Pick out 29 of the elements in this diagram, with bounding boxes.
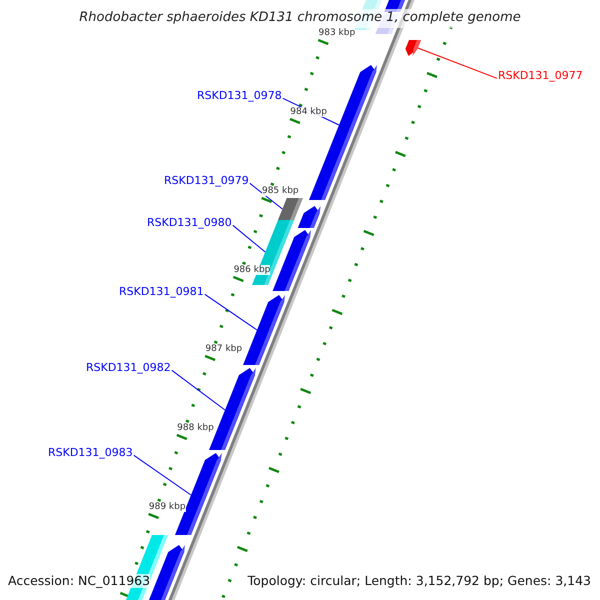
gene-bar bbox=[272, 230, 311, 291]
gene-bar bbox=[278, 198, 303, 220]
scale-label: 987 kbp bbox=[205, 344, 242, 354]
title: Rhodobacter sphaeroides KD131 chromosome 1, complete genome bbox=[0, 0, 600, 28]
gene-label: RSKD131_0979 bbox=[164, 175, 249, 188]
scale-label: 985 kbp bbox=[262, 186, 299, 196]
gene-bar bbox=[243, 295, 285, 365]
scale-label: 984 kbp bbox=[290, 107, 327, 118]
leader-line bbox=[171, 370, 226, 410]
gene-label: RSKD131_0982 bbox=[86, 362, 171, 375]
footer-text: Topology: circular; Length: 3,152,792 bp; Genes: 3,143 bbox=[248, 574, 591, 588]
gene-label: RSKD131_0981 bbox=[119, 286, 204, 299]
scale-label: 986 kbp bbox=[234, 265, 270, 276]
footer-text: Accession: NC_011963 bbox=[8, 574, 150, 588]
gene-bar bbox=[309, 65, 377, 200]
gene-bar bbox=[405, 40, 421, 56]
leader-line bbox=[204, 294, 258, 330]
scale-label: 988 kbp bbox=[177, 423, 214, 434]
gene-label: RSKD131_0977 bbox=[498, 70, 583, 83]
scale-label: 989 kbp bbox=[148, 502, 186, 512]
leader-line bbox=[249, 182, 283, 210]
scale-label: 983 kbp bbox=[318, 28, 356, 38]
gene-bar bbox=[298, 206, 321, 228]
gene-label: RSKD131_0980 bbox=[147, 217, 232, 230]
gene-label: RSKD131_0978 bbox=[197, 90, 282, 103]
leader-line bbox=[417, 48, 498, 79]
leader-line bbox=[232, 224, 266, 252]
leader-line bbox=[133, 454, 192, 496]
gene-label: RSKD131_0983 bbox=[48, 447, 133, 460]
